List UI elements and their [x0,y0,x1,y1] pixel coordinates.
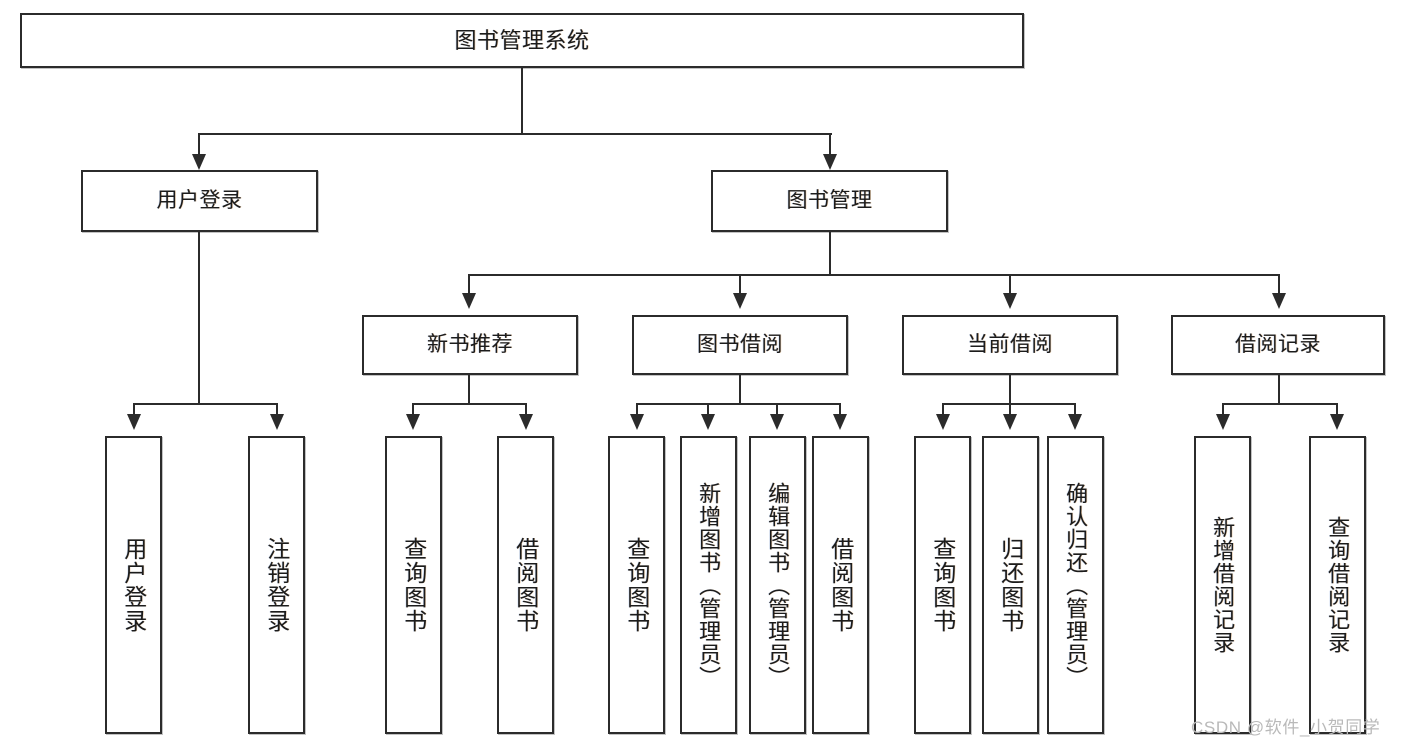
leaf-label: 查询图书 [929,537,956,633]
arrow-user-login-leaf-2 [269,414,284,430]
connector-new-book-stem [468,375,471,403]
connector-book-manage-stem [829,232,832,275]
connector-current-borrow-drop-2 [1009,403,1012,417]
leaf-logout[interactable]: 注销登录 [248,436,305,734]
node-label: 图书管理 [786,188,873,212]
node-book-management[interactable]: 图书管理 [711,170,948,232]
arrow-root-to-user-login [191,154,206,170]
leaf-label: 新增借阅记录 [1210,516,1236,654]
node-label: 借阅记录 [1235,332,1321,356]
arrow-to-book-borrow [732,293,747,309]
leaf-borrow-book-recommend[interactable]: 借阅图书 [497,436,554,734]
connector-user-login-drop-1 [133,403,136,417]
node-book-borrow[interactable]: 图书借阅 [632,315,848,375]
connector-root-to-user-login [198,133,201,157]
leaf-label: 确认归还（管理员） [1063,481,1089,689]
arrow-book-borrow-leaf-3 [769,414,784,430]
leaf-add-book-admin[interactable]: 新增图书（管理员） [680,436,737,734]
arrow-root-to-book-manage [822,154,837,170]
connector-to-book-borrow [739,274,742,296]
arrow-new-book-leaf-2 [518,414,533,430]
leaf-label: 查询图书 [623,537,650,633]
connector-book-borrow-drop-4 [839,403,842,417]
node-user-login[interactable]: 用户登录 [81,170,318,232]
node-root-library-system[interactable]: 图书管理系统 [20,13,1024,68]
connector-current-borrow-drop-3 [1074,403,1077,417]
leaf-query-book-current[interactable]: 查询图书 [914,436,971,734]
connector-root-stem [521,68,524,133]
arrow-to-new-book [461,293,476,309]
connector-root-bus [198,133,832,136]
connector-current-borrow-stem [1009,375,1012,403]
connector-borrow-record-drop-1 [1222,403,1225,417]
leaf-query-borrow-record[interactable]: 查询借阅记录 [1309,436,1366,734]
connector-new-book-bus [412,403,527,406]
leaf-label: 编辑图书（管理员） [765,481,791,689]
connector-borrow-record-bus [1222,403,1338,406]
leaf-borrow-book[interactable]: 借阅图书 [812,436,869,734]
csdn-watermark: CSDN @软件_小贺同学 [1191,718,1381,737]
arrow-book-borrow-leaf-2 [700,414,715,430]
node-label: 用户登录 [156,188,243,212]
leaf-label: 新增图书（管理员） [696,481,722,689]
arrow-to-current-borrow [1002,293,1017,309]
arrow-user-login-leaf-1 [126,414,141,430]
leaf-query-book-recommend[interactable]: 查询图书 [385,436,442,734]
leaf-label: 查询借阅记录 [1325,516,1351,654]
leaf-return-book[interactable]: 归还图书 [982,436,1039,734]
node-label: 图书管理系统 [454,27,590,53]
connector-user-login-drop-2 [276,403,279,417]
connector-user-login-stem [198,232,201,403]
leaf-user-login[interactable]: 用户登录 [105,436,162,734]
connector-level3-bus [468,274,1280,277]
connector-book-borrow-drop-3 [776,403,779,417]
node-borrow-record[interactable]: 借阅记录 [1171,315,1385,375]
leaf-label: 归还图书 [997,537,1024,633]
arrow-borrow-record-leaf-2 [1329,414,1344,430]
arrow-current-borrow-leaf-2 [1002,414,1017,430]
arrow-book-borrow-leaf-1 [629,414,644,430]
leaf-label: 借阅图书 [512,537,539,633]
arrow-new-book-leaf-1 [405,414,420,430]
connector-to-borrow-record [1278,274,1281,296]
arrow-current-borrow-leaf-1 [935,414,950,430]
leaf-edit-book-admin[interactable]: 编辑图书（管理员） [749,436,806,734]
leaf-confirm-return-admin[interactable]: 确认归还（管理员） [1047,436,1104,734]
node-label: 当前借阅 [967,332,1053,356]
node-new-book-recommend[interactable]: 新书推荐 [362,315,578,375]
connector-book-borrow-bus [636,403,841,406]
connector-new-book-drop-1 [412,403,415,417]
connector-book-borrow-stem [739,375,742,403]
connector-to-current-borrow [1009,274,1012,296]
node-current-borrow[interactable]: 当前借阅 [902,315,1118,375]
connector-borrow-record-drop-2 [1336,403,1339,417]
arrow-current-borrow-leaf-3 [1067,414,1082,430]
connector-book-borrow-drop-1 [636,403,639,417]
node-label: 新书推荐 [427,332,513,356]
arrow-book-borrow-leaf-4 [832,414,847,430]
connector-to-new-book [468,274,471,296]
connector-current-borrow-drop-1 [942,403,945,417]
connector-root-to-book-manage [829,133,832,157]
connector-user-login-bus [133,403,278,406]
connector-new-book-drop-2 [525,403,528,417]
leaf-label: 查询图书 [400,537,427,633]
node-label: 图书借阅 [697,332,783,356]
connector-borrow-record-stem [1278,375,1281,403]
leaf-label: 用户登录 [120,537,147,633]
connector-book-borrow-drop-2 [707,403,710,417]
leaf-add-borrow-record[interactable]: 新增借阅记录 [1194,436,1251,734]
arrow-borrow-record-leaf-1 [1215,414,1230,430]
leaf-label: 借阅图书 [827,537,854,633]
leaf-query-book-borrow[interactable]: 查询图书 [608,436,665,734]
arrow-to-borrow-record [1271,293,1286,309]
leaf-label: 注销登录 [263,537,290,633]
